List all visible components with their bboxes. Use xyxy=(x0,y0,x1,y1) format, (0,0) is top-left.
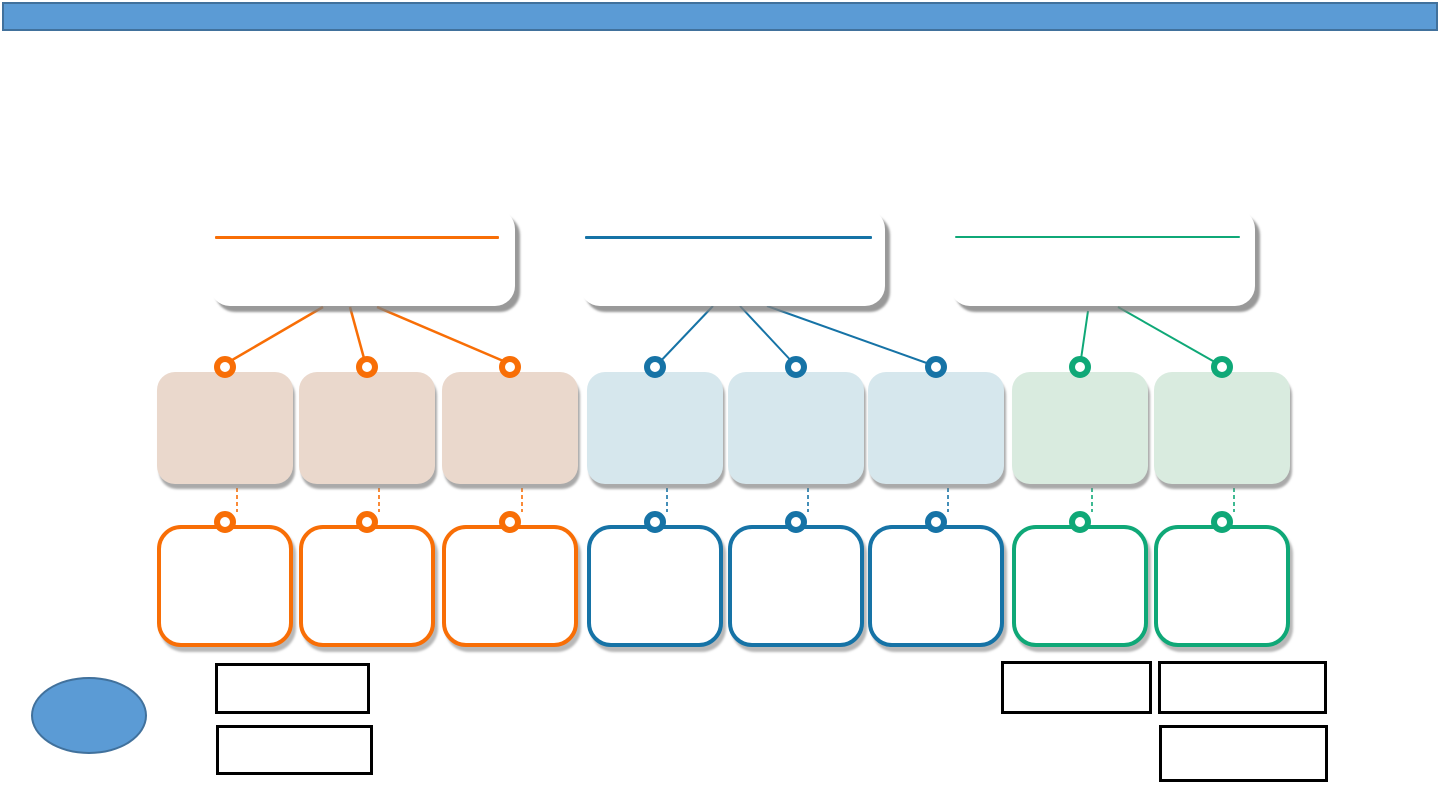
level1-box xyxy=(950,209,1255,306)
connector-ring xyxy=(499,511,521,533)
callout-rect xyxy=(1159,725,1328,782)
level1-box xyxy=(210,209,515,306)
connector-ring xyxy=(1069,511,1091,533)
level2-box xyxy=(299,372,435,484)
level3-box xyxy=(442,525,578,647)
connector-ring xyxy=(214,356,236,378)
connector-ring xyxy=(925,356,947,378)
solid-connector-line xyxy=(739,305,797,367)
level2-box xyxy=(1012,372,1148,484)
level2-box xyxy=(1154,372,1290,484)
ellipse-shape xyxy=(31,677,147,754)
level2-box xyxy=(442,372,578,484)
level3-box xyxy=(1154,525,1290,647)
solid-connector-line xyxy=(348,306,367,363)
connector-ring xyxy=(356,356,378,378)
level2-box xyxy=(157,372,293,484)
accent-underline xyxy=(585,236,872,239)
callout-rect xyxy=(215,663,370,714)
connector-ring xyxy=(785,356,807,378)
connector-ring xyxy=(499,356,521,378)
level3-box xyxy=(587,525,723,647)
connector-ring xyxy=(644,511,666,533)
level2-box xyxy=(868,372,1004,484)
connector-ring xyxy=(356,511,378,533)
level3-box xyxy=(157,525,293,647)
accent-underline xyxy=(955,236,1240,238)
level1-box xyxy=(580,209,885,306)
connector-ring xyxy=(644,356,666,378)
level3-box xyxy=(868,525,1004,647)
title-bar xyxy=(2,2,1438,31)
callout-rect xyxy=(216,725,373,775)
solid-connector-line xyxy=(655,305,714,367)
connector-ring xyxy=(925,511,947,533)
solid-connector-line xyxy=(1117,306,1221,366)
connector-ring xyxy=(785,511,807,533)
level2-box xyxy=(728,372,864,484)
level3-box xyxy=(299,525,435,647)
level3-box xyxy=(728,525,864,647)
callout-rect xyxy=(1158,661,1327,714)
connector-ring xyxy=(1069,356,1091,378)
connector-ring xyxy=(1211,356,1233,378)
level3-box xyxy=(1012,525,1148,647)
callout-rect xyxy=(1001,661,1152,714)
accent-underline xyxy=(215,236,499,239)
solid-connector-line xyxy=(226,305,324,365)
connector-ring xyxy=(1211,511,1233,533)
connector-ring xyxy=(214,511,236,533)
solid-connector-line xyxy=(376,305,509,365)
level2-box xyxy=(587,372,723,484)
